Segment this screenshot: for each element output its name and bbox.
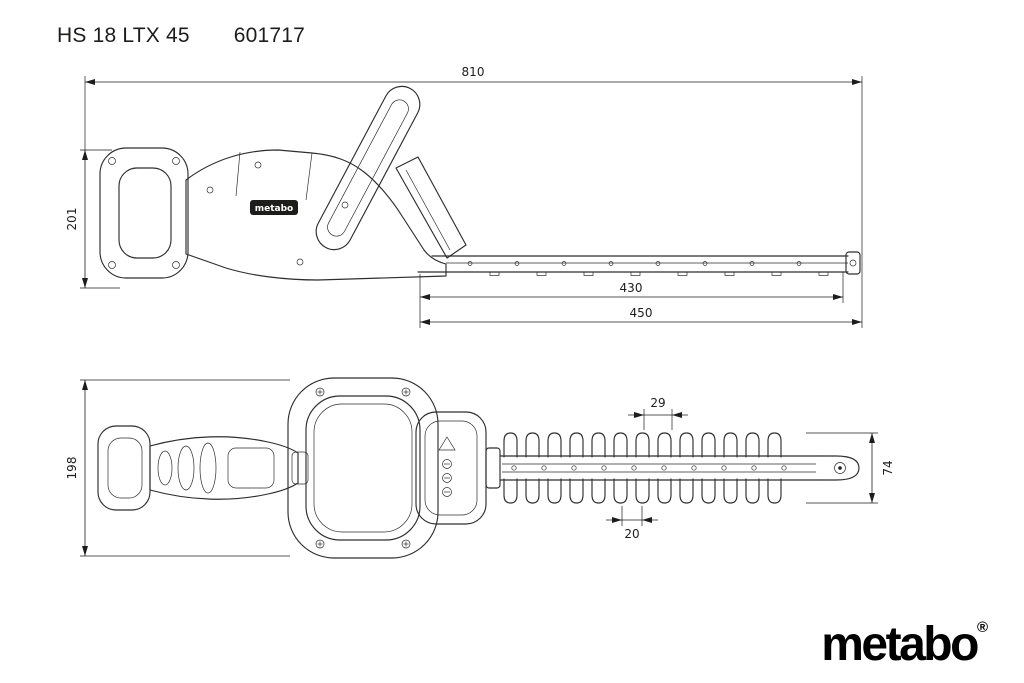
hand-guard <box>395 156 467 259</box>
motor-housing-top <box>415 411 487 525</box>
dim-label-tooth-pitch: 29 <box>650 396 665 410</box>
blade-teeth-lower <box>503 478 782 504</box>
dimension-labels: 810 201 430 450 198 29 20 74 <box>65 65 895 541</box>
motor-body: metabo <box>185 149 447 281</box>
model-name: HS 18 LTX 45 <box>57 24 190 47</box>
blade-rivets <box>467 261 829 276</box>
title-block: HS 18 LTX 45 601717 <box>57 24 305 48</box>
rear-handle <box>99 147 189 279</box>
dim-label-overall-length: 810 <box>462 65 485 79</box>
dim-label-cutting-length: 430 <box>620 281 643 295</box>
side-view: metabo <box>99 85 861 281</box>
dimension-lines <box>82 79 875 556</box>
dim-label-blade-length: 450 <box>630 306 653 320</box>
dim-label-tooth-gap: 20 <box>624 527 639 541</box>
front-bail-handle <box>315 85 421 251</box>
body-brand-label: metabo <box>255 204 293 214</box>
shaft-grip <box>149 436 309 500</box>
handle-screws <box>315 387 411 549</box>
body-brand-badge <box>250 200 298 215</box>
rear-handle-top <box>97 425 151 511</box>
metabo-logo: metabo® <box>821 620 988 669</box>
dim-label-overall-width: 198 <box>65 457 79 480</box>
dim-label-blade-width: 74 <box>881 460 895 475</box>
blade-side <box>417 251 861 276</box>
article-number: 601717 <box>233 24 306 47</box>
logo-text: metabo <box>821 618 979 671</box>
blade-teeth-upper <box>503 432 782 458</box>
dim-label-overall-height: 201 <box>65 208 79 231</box>
extension-lines <box>80 76 878 557</box>
warning-symbols <box>438 436 456 497</box>
blade-top <box>485 432 860 504</box>
blade-center-rivets <box>511 465 787 471</box>
registered-trademark-icon: ® <box>976 619 988 636</box>
top-view <box>97 377 860 559</box>
loop-handle <box>287 377 439 559</box>
